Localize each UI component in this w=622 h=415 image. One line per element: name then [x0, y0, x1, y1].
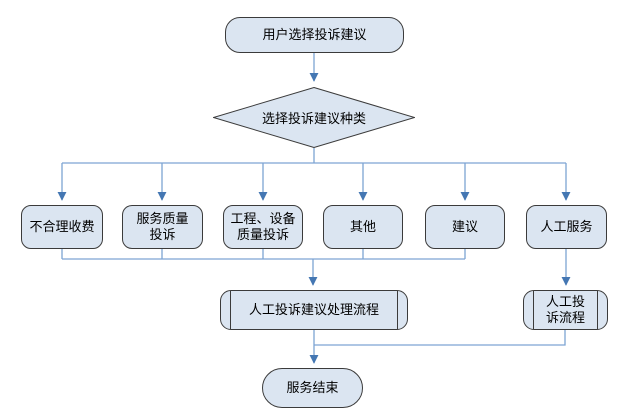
node-suggestion: 建议 — [425, 205, 505, 249]
end-terminator: 服务结束 — [262, 368, 363, 408]
node-service-quality: 服务质量 投诉 — [122, 205, 203, 249]
node-manual-handling-flow-label: 人工投诉建议处理流程 — [248, 301, 379, 317]
node-service-quality-label: 服务质量 投诉 — [136, 210, 189, 242]
node-manual-service-label: 人工服务 — [540, 218, 593, 234]
predefined-side-bars — [230, 291, 398, 329]
end-label: 服务结束 — [286, 379, 339, 395]
node-engineering-equipment: 工程、设备 质量投诉 — [223, 205, 303, 249]
predefined-side-bars — [533, 291, 598, 329]
node-manual-complaint-flow-label: 人工投 诉流程 — [545, 293, 585, 325]
start-label: 用户选择投诉建议 — [262, 26, 367, 42]
node-manual-complaint-flow: 人工投 诉流程 — [523, 290, 608, 330]
node-other-label: 其他 — [349, 218, 376, 234]
node-manual-handling-flow: 人工投诉建议处理流程 — [220, 290, 408, 330]
decision-diamond: 选择投诉建议种类 — [213, 87, 415, 148]
node-unreasonable-fees-label: 不合理收费 — [29, 218, 95, 234]
node-other: 其他 — [323, 205, 403, 249]
diamond-shape — [213, 87, 415, 148]
start-terminator: 用户选择投诉建议 — [225, 17, 404, 53]
decision-label: 选择投诉建议种类 — [261, 111, 366, 126]
node-engineering-equipment-label: 工程、设备 质量投诉 — [230, 210, 296, 242]
node-manual-service: 人工服务 — [526, 205, 607, 249]
node-suggestion-label: 建议 — [451, 218, 478, 234]
node-unreasonable-fees: 不合理收费 — [21, 205, 103, 249]
